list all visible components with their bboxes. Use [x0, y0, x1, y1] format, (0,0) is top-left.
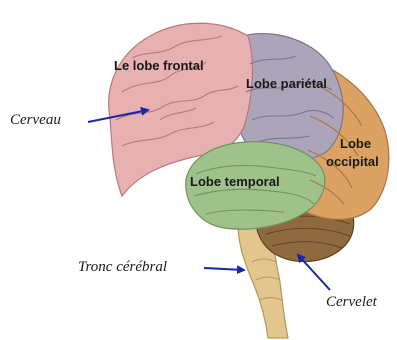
tronc-cerebral-arrow — [204, 268, 244, 270]
cerveau-label: Cerveau — [10, 112, 61, 128]
cervelet-label: Cervelet — [326, 294, 378, 310]
occipital-lobe-label-line1: Lobe — [340, 136, 371, 151]
frontal-lobe-label: Le lobe frontal — [114, 58, 204, 73]
occipital-lobe-label-line2: occipital — [326, 154, 379, 169]
tronc-cerebral-label: Tronc cérébral — [78, 259, 167, 275]
parietal-lobe-label: Lobe pariétal — [246, 76, 327, 91]
temporal-lobe-label: Lobe temporal — [190, 174, 280, 189]
